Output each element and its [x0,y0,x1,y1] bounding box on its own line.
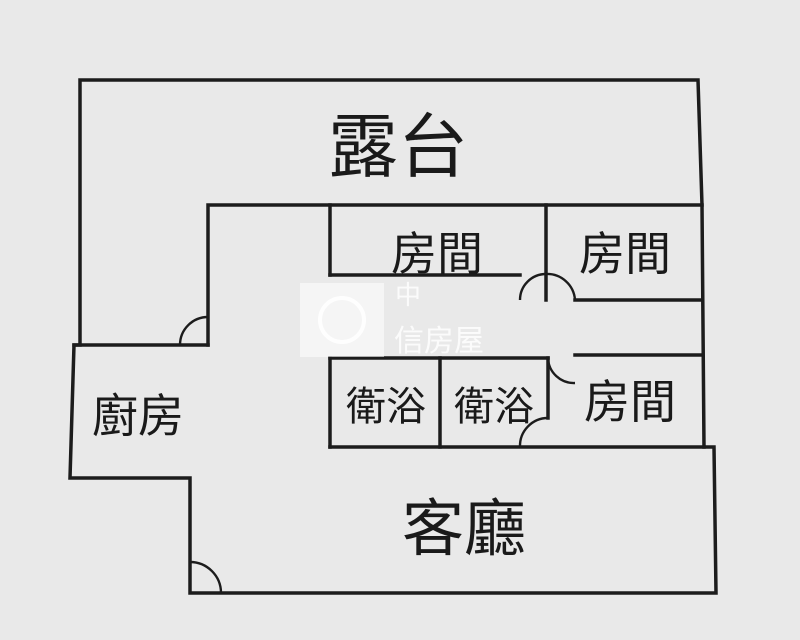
room-label-bathroom-1: 衛浴 [346,384,426,430]
terrace-wall [206,203,704,347]
room-label-bathroom-2: 衛浴 [454,384,534,430]
bedroom-3-door-arc [546,357,576,385]
interior-walls [72,203,706,449]
entrance-door-arc [189,560,223,594]
bedroom-1-door-arc [518,272,547,301]
room-label-bedroom-1: 房間 [391,227,483,281]
watermark-line2: 信房屋 [394,324,484,359]
bedroom-2-door-arc [545,272,577,301]
room-labels: 露台 房間 房間 房間 廚房 衛浴 衛浴 客廳 [92,106,676,565]
watermark-logo [300,283,384,357]
room-label-bedroom-3: 房間 [584,375,676,429]
kitchen-door-arc [178,315,209,346]
doors [178,272,577,594]
watermark-logo-mark [318,296,366,344]
room-label-kitchen: 廚房 [92,389,184,443]
watermark-line1: 中 [395,281,421,311]
room-label-bedroom-2: 房間 [579,227,671,281]
room-label-living-room: 客廳 [402,492,526,565]
room-label-terrace: 露台 [328,106,468,188]
watermark: 中 信房屋 [300,281,484,359]
bathroom-2-door-arc [518,416,549,448]
